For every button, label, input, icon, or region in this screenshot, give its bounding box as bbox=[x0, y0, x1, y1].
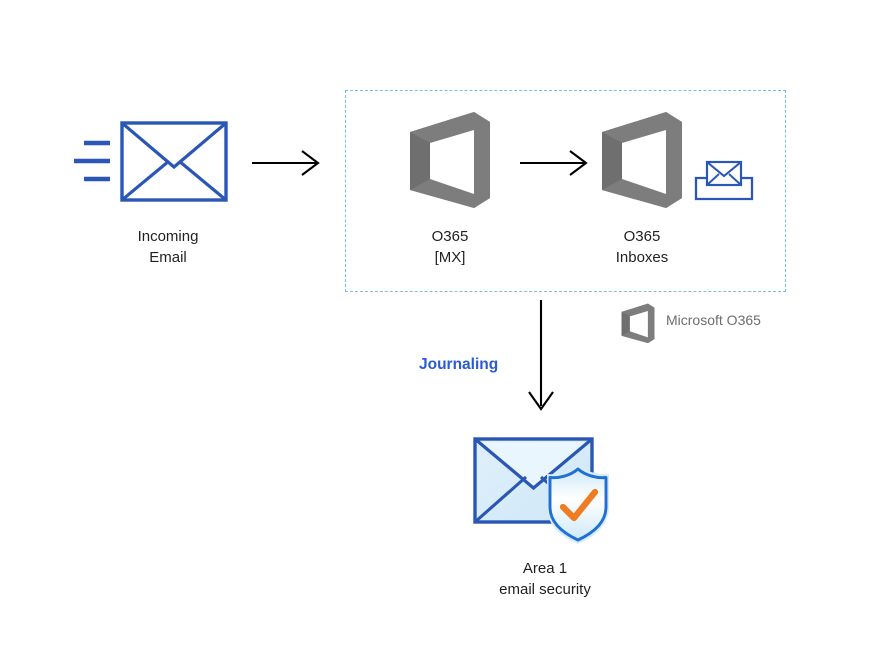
connector-mx-to-inboxes bbox=[518, 145, 598, 181]
office-365-logo-icon bbox=[410, 112, 490, 208]
inbox-tray-icon bbox=[694, 158, 754, 202]
connector-inboxes-to-area1 bbox=[518, 298, 564, 424]
node-o365-mx-label: O365 [MX] bbox=[431, 228, 469, 266]
office-365-logo-icon bbox=[602, 112, 682, 208]
node-incoming-email[interactable] bbox=[70, 115, 270, 220]
node-o365-mx[interactable] bbox=[402, 108, 498, 210]
connector-journaling-label: Journaling bbox=[419, 356, 499, 373]
legend-office-365-logo-icon bbox=[618, 302, 658, 344]
node-area1-email-security[interactable] bbox=[468, 428, 633, 553]
email-shield-security-icon bbox=[473, 437, 609, 544]
node-o365-inboxes[interactable] bbox=[594, 108, 690, 210]
node-incoming-email-label: Incoming Email bbox=[137, 228, 199, 266]
node-o365-inboxes-label: O365 Inboxes bbox=[615, 228, 669, 266]
connector-incoming-to-mx bbox=[250, 145, 330, 181]
envelope-with-motion-lines-icon bbox=[74, 121, 228, 202]
node-area1-email-security-label: Area 1 email security bbox=[499, 560, 591, 598]
legend-microsoft-o365: Microsoft O365 bbox=[618, 302, 793, 344]
microsoft-o365-zone bbox=[345, 90, 786, 292]
legend-label: Microsoft O365 bbox=[666, 312, 761, 328]
